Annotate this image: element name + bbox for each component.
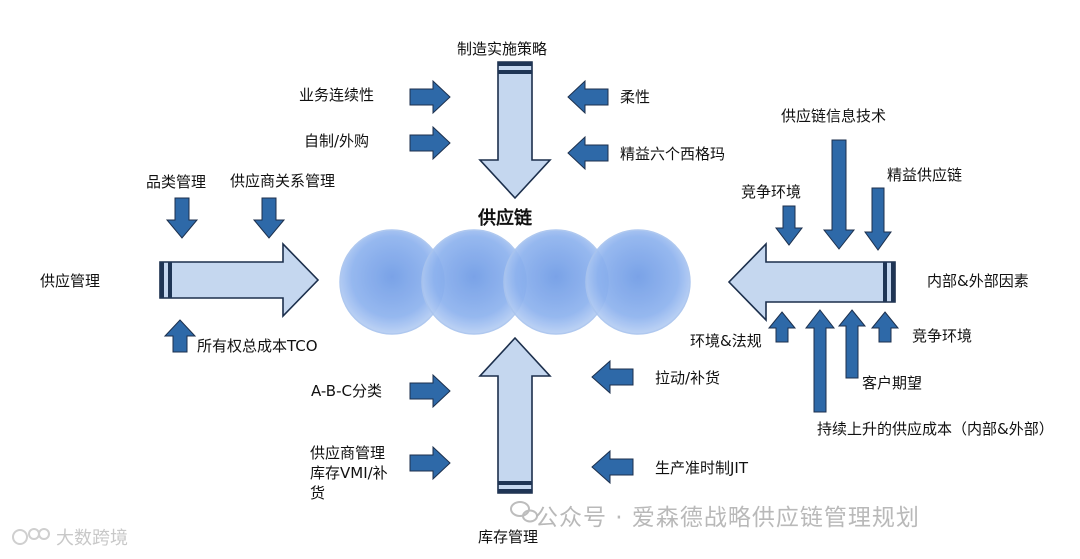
label-category-mgmt: 品类管理	[146, 173, 207, 191]
arrow-make-or-buy	[409, 125, 451, 161]
right-main-arrow	[727, 242, 896, 322]
arrow-environment-regulation	[767, 311, 797, 343]
top-main-arrow	[478, 61, 552, 200]
wechat-icon	[510, 501, 538, 523]
label-scm-it: 供应链信息技术	[781, 107, 887, 125]
arrow-vmi	[409, 445, 451, 481]
label-pull-replenish: 拉动/补货	[655, 369, 721, 387]
arrow-customer-expectation	[837, 309, 867, 379]
label-competition-top: 竞争环境	[741, 183, 802, 201]
arrow-rising-cost	[804, 309, 836, 413]
arrow-flexibility	[567, 79, 609, 115]
top-main-label: 制造实施策略	[457, 40, 548, 58]
bottom-main-label: 库存管理	[478, 528, 539, 546]
arrow-competition-bottom	[870, 311, 900, 343]
label-abc: A-B-C分类	[311, 382, 382, 400]
watermark-text: 公众号 · 爱森德战略供应链管理规划	[535, 505, 920, 531]
label-vmi-line3: 货	[310, 484, 326, 502]
corner-watermark: 大数跨境	[56, 528, 128, 549]
left-main-label: 供应管理	[40, 272, 101, 290]
label-rising-cost: 持续上升的供应成本（内部&外部）	[817, 420, 1054, 438]
label-flexibility: 柔性	[620, 88, 651, 106]
label-customer-expectation: 客户期望	[862, 374, 923, 392]
arrow-pull-replenish	[591, 359, 634, 395]
label-lean-supply-chain: 精益供应链	[887, 166, 963, 184]
label-lean-six-sigma: 精益六个西格玛	[620, 145, 726, 163]
arrow-category-mgmt	[165, 197, 199, 239]
left-main-arrow	[159, 242, 320, 318]
label-vmi-line2: 库存VMI/补	[310, 464, 388, 482]
circle-4	[585, 229, 691, 335]
label-competition-bottom: 竞争环境	[912, 327, 973, 345]
arrow-competition-top	[774, 205, 804, 246]
supply-chain-circles	[339, 229, 691, 335]
arrow-lean-six-sigma	[567, 135, 609, 171]
label-tco: 所有权总成本TCO	[197, 337, 318, 355]
arrow-business-continuity	[409, 79, 451, 115]
label-supplier-relationship: 供应商关系管理	[230, 172, 336, 190]
right-main-label: 内部&外部因素	[927, 272, 1029, 290]
bottom-main-arrow	[478, 336, 552, 494]
label-business-continuity: 业务连续性	[299, 86, 375, 104]
arrow-scm-it	[822, 139, 856, 250]
arrow-supplier-relationship	[252, 197, 286, 239]
corner-logo-icon	[12, 528, 50, 545]
arrow-tco	[163, 319, 197, 353]
label-make-or-buy: 自制/外购	[304, 132, 370, 150]
label-jit: 生产准时制JIT	[655, 459, 749, 477]
arrow-lean-supply-chain	[864, 187, 892, 251]
center-label: 供应链	[478, 208, 532, 229]
arrow-abc	[409, 373, 451, 409]
arrow-jit	[591, 449, 634, 485]
label-environment-regulation: 环境&法规	[690, 332, 762, 350]
label-vmi-line1: 供应商管理	[310, 444, 386, 462]
